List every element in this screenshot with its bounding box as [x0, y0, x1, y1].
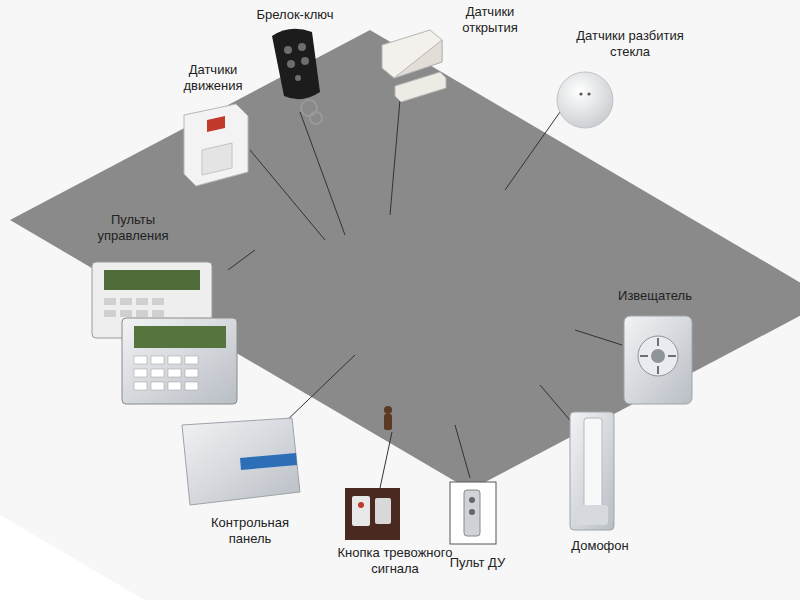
- callout-label: Контрольная панель: [200, 515, 300, 547]
- callout-label: Пульты управления: [88, 212, 178, 244]
- callout-label: Брелок-ключ: [240, 7, 350, 23]
- callout-label: Домофон: [560, 538, 640, 554]
- callout-label: Датчики открытия: [440, 4, 540, 36]
- callout-label: Датчики движения: [168, 62, 258, 94]
- callout-label: Датчики разбития стекла: [560, 28, 700, 60]
- callout-label: Кнопка тревожного сигнала: [330, 545, 460, 577]
- callout-label: Пульт ДУ: [440, 555, 515, 571]
- callout-label: Извещатель: [605, 288, 705, 304]
